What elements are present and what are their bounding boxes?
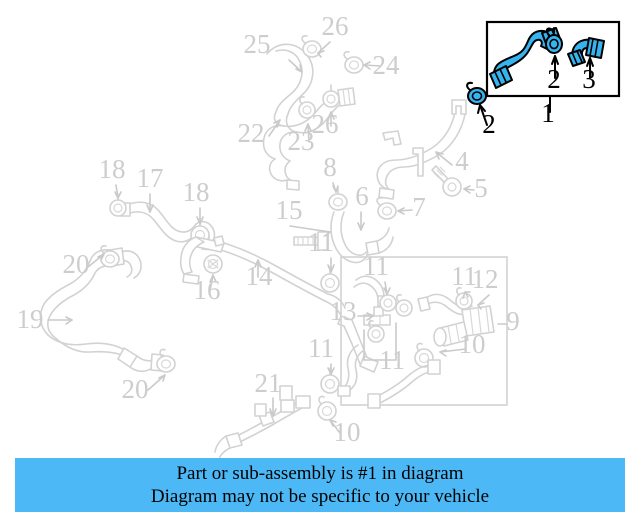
- caption-bar: Part or sub-assembly is #1 in diagram Di…: [15, 458, 625, 512]
- callout-18-a: 18: [99, 154, 126, 184]
- clamp-10-bottom: [317, 395, 337, 421]
- coolant-pipe-4: [376, 99, 467, 200]
- clamp-26-upper: [301, 35, 322, 58]
- hose-19-20: [39, 247, 164, 373]
- callout-22: 22: [238, 118, 265, 148]
- clamp-7: [376, 197, 397, 220]
- callout-17: 17: [137, 163, 164, 193]
- callout-24: 24: [373, 50, 401, 80]
- leader-inset-3-arrow: [586, 57, 594, 67]
- callout-25: 25: [244, 29, 271, 59]
- callout-2-outside: 2: [482, 109, 496, 139]
- rail-21: [214, 385, 311, 461]
- callout-11-b: 11: [363, 251, 389, 281]
- bolt-15: [293, 231, 329, 251]
- clamp-24: [343, 51, 364, 74]
- sub-diagram-box: [340, 256, 508, 406]
- callout-5: 5: [474, 173, 488, 203]
- callout-6: 6: [355, 181, 369, 211]
- callout-7: 7: [412, 192, 426, 222]
- callout-1: 1: [541, 98, 555, 128]
- inset-highlighted-clamp-2: [545, 27, 563, 54]
- inset-highlighted-elbow-3: [567, 37, 605, 67]
- callout-10-bottom: 10: [334, 417, 361, 447]
- clamp-18-left: [109, 193, 127, 217]
- callout-26-a: 26: [322, 11, 349, 41]
- callout-16: 16: [194, 275, 221, 305]
- subbox-contents: [337, 275, 495, 409]
- callout-labels: 1 2 3 2 4 5 6 7 8 9 10 10 11 11 11 11 11…: [17, 11, 596, 447]
- callout-11-c: 11: [379, 345, 405, 375]
- clamp-23: [298, 96, 316, 119]
- callout-26-b: 26: [312, 109, 339, 139]
- callout-9: 9: [506, 306, 520, 336]
- callout-11-d: 11: [451, 261, 477, 291]
- hose-cuff-upper: [337, 87, 356, 107]
- leader-lines-gray: [47, 41, 508, 434]
- caption-line-1: Part or sub-assembly is #1 in diagram: [176, 463, 464, 484]
- bolt-5: [431, 165, 462, 197]
- clamp-11-a: [320, 266, 340, 293]
- callout-20-b: 20: [122, 374, 149, 404]
- callout-2-inset: 2: [547, 64, 561, 94]
- hose-6: [330, 211, 394, 264]
- hose-group-25: [266, 43, 314, 133]
- clamp-26-lower: [322, 84, 340, 108]
- inset-box: [485, 20, 621, 98]
- callout-11-e: 11: [308, 333, 334, 363]
- leader-2-outside: [479, 104, 488, 126]
- callout-10-box: 10: [459, 329, 486, 359]
- callout-23: 23: [288, 126, 315, 156]
- highlighted-clamp-2: [466, 81, 487, 105]
- callout-15: 15: [276, 195, 303, 225]
- leader-inset-2-arrow: [551, 55, 559, 65]
- ghost-parts-layer: [39, 35, 508, 461]
- callout-20-a: 20: [63, 249, 90, 279]
- clamp-8: [328, 187, 348, 211]
- callout-18-b: 18: [183, 177, 210, 207]
- leader-2-arrow: [477, 104, 486, 114]
- callout-14: 14: [246, 261, 274, 291]
- callout-8: 8: [323, 152, 337, 182]
- callout-11-a: 11: [308, 227, 334, 257]
- clamp-16: [203, 254, 223, 274]
- callout-13: 13: [330, 296, 357, 326]
- callout-3-inset: 3: [582, 64, 596, 94]
- callout-12: 12: [472, 264, 499, 294]
- callout-4: 4: [455, 146, 469, 176]
- callout-19: 19: [17, 304, 44, 334]
- callout-21: 21: [255, 368, 282, 398]
- caption-line-2: Diagram may not be specific to your vehi…: [150, 486, 490, 507]
- clamp-20-lower: [156, 348, 176, 373]
